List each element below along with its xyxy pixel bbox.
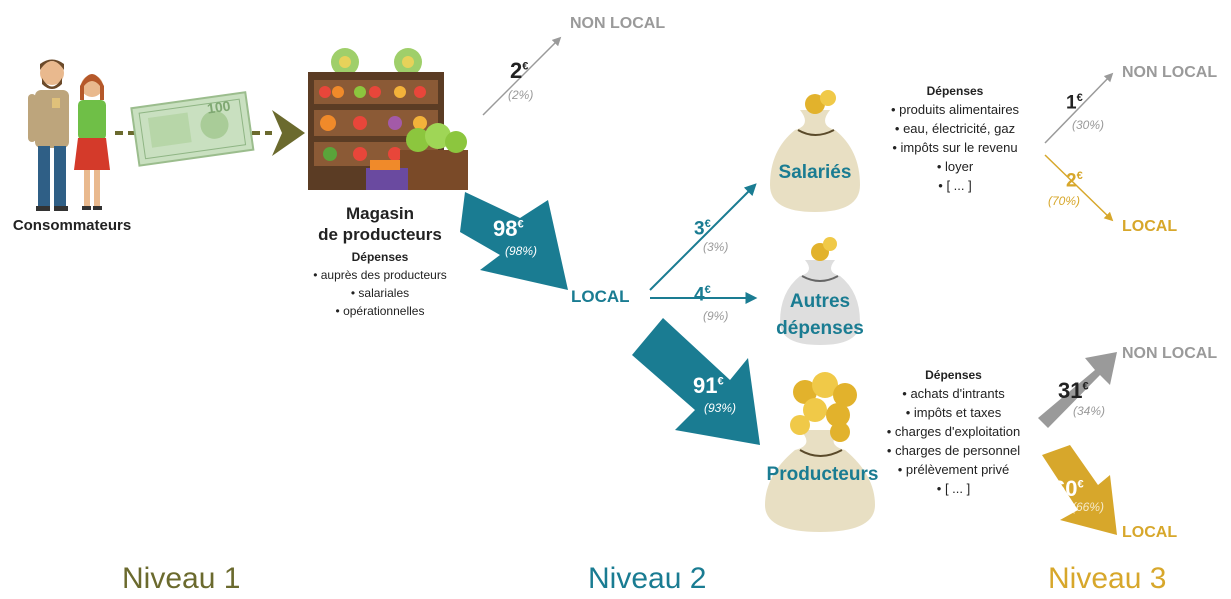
producers-expenses-list: achats d'intrants impôts et taxes charge…	[866, 384, 1041, 498]
list-item: salariales	[300, 284, 460, 302]
pct-producers: (93%)	[704, 401, 737, 415]
pct-salaries: (3%)	[703, 240, 729, 254]
list-item: auprès des producteurs	[300, 266, 460, 284]
pct-producers-nonlocal: (34%)	[1073, 404, 1106, 418]
shop-title-line1: Magasin	[345, 204, 415, 223]
producers-expenses: Dépenses achats d'intrants impôts et tax…	[866, 368, 1041, 498]
bag-other-label-line2: dépenses	[776, 318, 864, 339]
bag-salaries-label: Salariés	[778, 162, 852, 183]
label-producers-nonlocal: NON LOCAL	[1122, 345, 1218, 362]
amount-producers-nonlocal: 31€	[1058, 378, 1089, 403]
amount-other: 4€	[694, 284, 711, 306]
bag-producers-icon	[765, 372, 875, 532]
amount-producers-local: 60€	[1053, 476, 1084, 501]
bag-salaries-icon	[770, 90, 860, 212]
svg-text:100: 100	[206, 97, 232, 116]
level-1-label: Niveau 1	[122, 562, 241, 595]
arrow-shop-local	[460, 192, 568, 290]
arrow-producers-nonlocal	[1038, 352, 1117, 428]
list-item: achats d'intrants	[866, 384, 1041, 403]
list-item: impôts et taxes	[866, 403, 1041, 422]
salaries-expenses: Dépenses produits alimentaires eau, élec…	[870, 84, 1040, 195]
arrow-local-producers	[632, 318, 760, 445]
salaries-expenses-title: Dépenses	[926, 84, 984, 98]
bag-other-icon	[780, 237, 860, 345]
banknote-icon: 100	[130, 91, 255, 167]
shop-block: Magasin de producteurs Dépenses auprès d…	[300, 203, 460, 320]
list-item: [ ... ]	[866, 479, 1041, 498]
list-item: opérationnelles	[300, 302, 460, 320]
amount-salaries-nonlocal: 1€	[1066, 92, 1083, 114]
arrow-salaries-nonlocal	[1044, 72, 1114, 144]
producers-expenses-title: Dépenses	[925, 368, 982, 382]
list-item: impôts sur le revenu	[870, 138, 1040, 157]
pct-other: (9%)	[703, 309, 729, 323]
label-salaries-local: LOCAL	[1122, 218, 1178, 235]
bag-other-label-line1: Autres	[789, 291, 851, 312]
shop-expenses-list: auprès des producteurs salariales opérat…	[300, 266, 460, 320]
list-item: loyer	[870, 157, 1040, 176]
amount-local-l1: 98€	[493, 216, 524, 241]
bag-other-label: Autres dépenses	[765, 288, 875, 342]
list-item: charges de personnel	[866, 441, 1041, 460]
level-3-label: Niveau 3	[1048, 562, 1167, 595]
label-salaries-nonlocal: NON LOCAL	[1122, 64, 1218, 81]
consumers-label: Consommateurs	[12, 217, 132, 234]
pct-salaries-local: (70%)	[1048, 194, 1081, 208]
list-item: produits alimentaires	[870, 100, 1040, 119]
label-producers-local: LOCAL	[1122, 524, 1178, 541]
amount-salaries-local: 2€	[1066, 170, 1083, 192]
shop-illustration	[308, 48, 468, 190]
consumers-illustration	[28, 59, 110, 211]
bag-producers-label: Producteurs	[766, 464, 879, 485]
arrow-local-salaries	[649, 183, 757, 291]
label-local-l1: LOCAL	[571, 287, 630, 306]
list-item: [ ... ]	[870, 176, 1040, 195]
pct-nonlocal-l1: (2%)	[508, 88, 534, 102]
arrow-shop-nonlocal	[482, 36, 562, 116]
amount-producers: 91€	[693, 373, 724, 398]
salaries-expenses-list: produits alimentaires eau, électricité, …	[870, 100, 1040, 195]
pct-salaries-nonlocal: (30%)	[1072, 118, 1105, 132]
pct-local-l1: (98%)	[505, 244, 538, 258]
arrow-salaries-local	[1044, 154, 1114, 222]
list-item: prélèvement privé	[866, 460, 1041, 479]
amount-salaries: 3€	[694, 218, 711, 240]
level-2-label: Niveau 2	[588, 562, 707, 595]
list-item: eau, électricité, gaz	[870, 119, 1040, 138]
pct-producers-local: (66%)	[1072, 500, 1105, 514]
shop-title-line2: de producteurs	[318, 225, 442, 244]
label-nonlocal-l1: NON LOCAL	[570, 15, 666, 32]
flow-arrow-consumers	[272, 110, 305, 156]
list-item: charges d'exploitation	[866, 422, 1041, 441]
shop-expenses-title: Dépenses	[351, 250, 409, 264]
amount-nonlocal-l1: 2€	[510, 58, 529, 83]
arrow-producers-local	[1042, 445, 1117, 535]
